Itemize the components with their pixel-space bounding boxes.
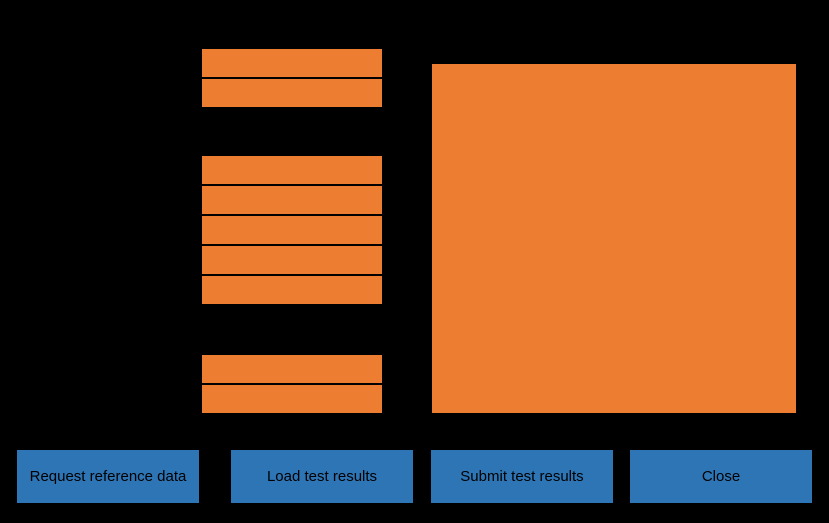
field-row[interactable] — [201, 185, 383, 215]
field-row[interactable] — [201, 48, 383, 78]
field-row[interactable] — [201, 354, 383, 384]
submit-test-results-button[interactable]: Submit test results — [431, 450, 613, 503]
left-label-column — [0, 40, 200, 420]
field-group-1 — [201, 48, 383, 108]
field-row[interactable] — [201, 245, 383, 275]
field-row[interactable] — [201, 155, 383, 185]
close-button[interactable]: Close — [630, 450, 812, 503]
content-panel[interactable] — [431, 63, 797, 414]
request-reference-data-button[interactable]: Request reference data — [17, 450, 199, 503]
field-row[interactable] — [201, 215, 383, 245]
button-bar: Request reference data Load test results S… — [0, 450, 829, 503]
field-group-2 — [201, 155, 383, 305]
field-group-3 — [201, 354, 383, 414]
field-row[interactable] — [201, 384, 383, 414]
field-row[interactable] — [201, 78, 383, 108]
field-row[interactable] — [201, 275, 383, 305]
load-test-results-button[interactable]: Load test results — [231, 450, 413, 503]
